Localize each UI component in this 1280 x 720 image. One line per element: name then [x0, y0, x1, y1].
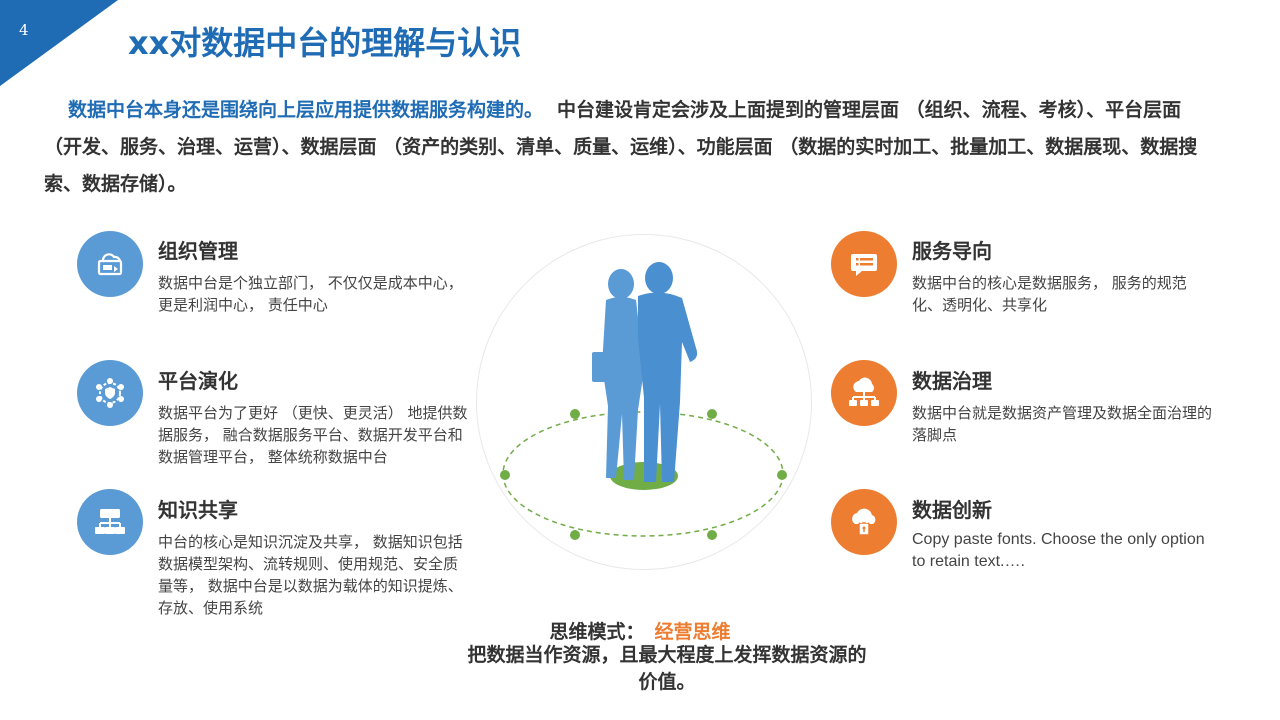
item-title: 数据创新 — [912, 498, 992, 522]
corner-decoration — [0, 0, 118, 86]
intro-lead: 数据中台本身还是围绕向上层应用提供数据服务构建的。 — [68, 99, 544, 121]
item-description: 数据中台的核心是数据服务， 服务的规范化、透明化、共享化 — [912, 274, 1187, 314]
center-ring — [476, 234, 812, 570]
item-description: 中台的核心是知识沉淀及共享， 数据知识包括数据模型架构、流转规则、使用规范、安全… — [158, 533, 463, 617]
item-description: 数据中台就是数据资产管理及数据全面治理的落脚点 — [912, 404, 1213, 444]
hierarchy-icon — [77, 489, 143, 555]
conclusion-text: 把数据当作资源，且最大程度上发挥数据资源的价值。 — [467, 644, 867, 693]
item-description: 数据平台为了更好 （更快、更灵活） 地提供数据服务， 融合数据服务平台、数据开发… — [158, 404, 468, 466]
cloud-network-icon — [831, 360, 897, 426]
mode-value: 经营思维 — [654, 621, 731, 643]
item-description: 数据中台是个独立部门， 不仅仅是成本中心，更是利润中心， 责任中心 — [158, 274, 463, 314]
slide-title: xx对数据中台的理解与认识 — [128, 24, 522, 62]
item-title: 组织管理 — [158, 239, 238, 263]
mode-label: 思维模式： — [549, 621, 645, 643]
business-people-figure — [500, 262, 787, 540]
item-description: Copy paste fonts. Choose the only option… — [912, 531, 1205, 570]
thinking-mode: 思维模式： 经营思维 — [440, 617, 840, 644]
item-title: 数据治理 — [912, 369, 992, 393]
item-title: 服务导向 — [912, 239, 992, 263]
network-shield-icon — [77, 360, 143, 426]
item-title: 平台演化 — [158, 369, 238, 393]
cloud-lock-icon — [831, 489, 897, 555]
intro-rest: 中台建设肯定会涉及上面提到的管理层面 （组织、流程、考核）、平台层面 （开发、服… — [44, 99, 1198, 195]
monitor-cloud-icon — [77, 231, 143, 297]
intro-paragraph: 数据中台本身还是围绕向上层应用提供数据服务构建的。中台建设肯定会涉及上面提到的管… — [44, 92, 1224, 203]
page-number: 4 — [19, 21, 29, 39]
chat-list-icon — [831, 231, 897, 297]
item-title: 知识共享 — [158, 498, 238, 522]
